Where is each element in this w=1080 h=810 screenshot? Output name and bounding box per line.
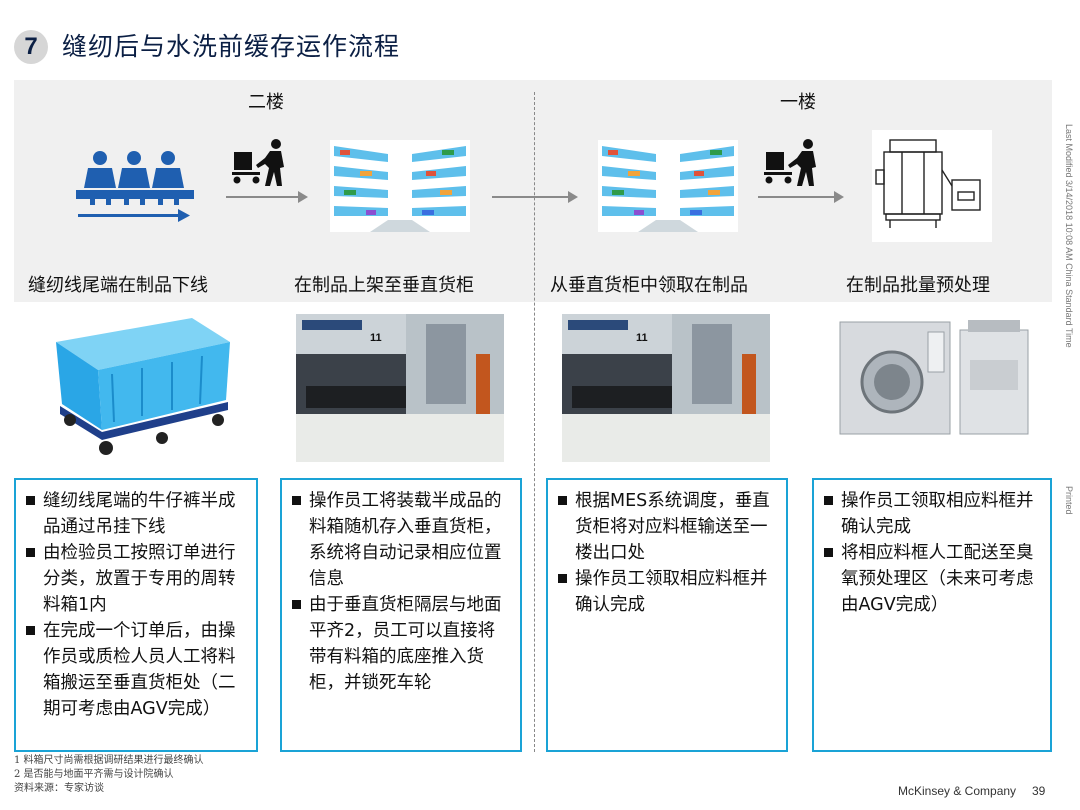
flow-arrow-2: [492, 191, 578, 203]
bullet-item: 由检验员工按照订单进行分类，放置于专用的周转料箱1内: [24, 540, 248, 618]
vertical-rack-illustration: [598, 140, 738, 232]
ozone-equipment-photo: [836, 316, 1036, 446]
cart-worker-icon: [232, 138, 290, 188]
ozone-machine-icon: [872, 130, 992, 242]
page-number: 39: [1032, 784, 1046, 798]
floor-label-first: 一楼: [780, 92, 816, 113]
vertical-storage-photo: 11: [562, 314, 770, 462]
shelf-number: 11: [636, 332, 648, 344]
step-label-1: 缝纫线尾端在制品下线: [28, 275, 208, 296]
sewing-line-workers-icon: [76, 148, 194, 228]
description-box-4: 操作员工领取相应料框并确认完成 将相应料框人工配送至臭氧预处理区（未来可考虑由A…: [812, 478, 1052, 752]
flow-arrow-3: [758, 191, 844, 203]
bullet-item: 将相应料框人工配送至臭氧预处理区（未来可考虑由AGV完成）: [822, 540, 1042, 618]
last-modified-note: Last Modified 3/14/2018 10:08 AM China S…: [1064, 124, 1074, 348]
bullet-item: 在完成一个订单后，由操作员或质检人员人工将料箱搬运至垂直货柜处（二期可考虑由AG…: [24, 618, 248, 722]
cart-worker-icon: [764, 138, 822, 188]
shelf-number: 11: [370, 332, 382, 344]
flow-arrow-1: [226, 191, 308, 203]
bullet-item: 根据MES系统调度，垂直货柜将对应料框输送至一楼出口处: [556, 488, 778, 566]
description-box-1: 缝纫线尾端的牛仔裤半成品通过吊挂下线 由检验员工按照订单进行分类，放置于专用的周…: [14, 478, 258, 752]
bullet-item: 操作员工领取相应料框并确认完成: [556, 566, 778, 618]
bullet-item: 操作员工领取相应料框并确认完成: [822, 488, 1042, 540]
floor-divider: [534, 92, 535, 752]
description-box-2: 操作员工将装载半成品的料箱随机存入垂直货柜，系统将自动记录相应位置信息 由于垂直…: [280, 478, 522, 752]
step-label-2: 在制品上架至垂直货柜: [294, 275, 474, 296]
floor-label-second: 二楼: [248, 92, 284, 113]
vertical-rack-illustration: [330, 140, 470, 232]
footnote-1: 1 料箱尺寸尚需根据调研结果进行最终确认: [14, 755, 204, 766]
description-box-3: 根据MES系统调度，垂直货柜将对应料框输送至一楼出口处 操作员工领取相应料框并确…: [546, 478, 788, 752]
bullet-item: 由于垂直货柜隔层与地面平齐2，员工可以直接将带有料箱的底座推入货柜，并锁死车轮: [290, 592, 512, 696]
footer-company: McKinsey & Company: [898, 784, 1017, 798]
footnote-2: 2 是否能与地面平齐需与设计院确认: [14, 769, 174, 780]
source-note: 资料来源：专家访谈: [14, 783, 104, 794]
bullet-item: 操作员工将装载半成品的料箱随机存入垂直货柜，系统将自动记录相应位置信息: [290, 488, 512, 592]
bullet-item: 缝纫线尾端的牛仔裤半成品通过吊挂下线: [24, 488, 248, 540]
vertical-storage-photo: 11: [296, 314, 504, 462]
step-label-3: 从垂直货柜中领取在制品: [550, 275, 748, 296]
turnover-crate-photo: [42, 312, 238, 462]
slide-number-badge: 7: [14, 30, 48, 64]
printed-note: Printed: [1064, 486, 1074, 515]
step-label-4: 在制品批量预处理: [846, 275, 990, 296]
page-title: 缝纫后与水洗前缓存运作流程: [62, 32, 401, 61]
